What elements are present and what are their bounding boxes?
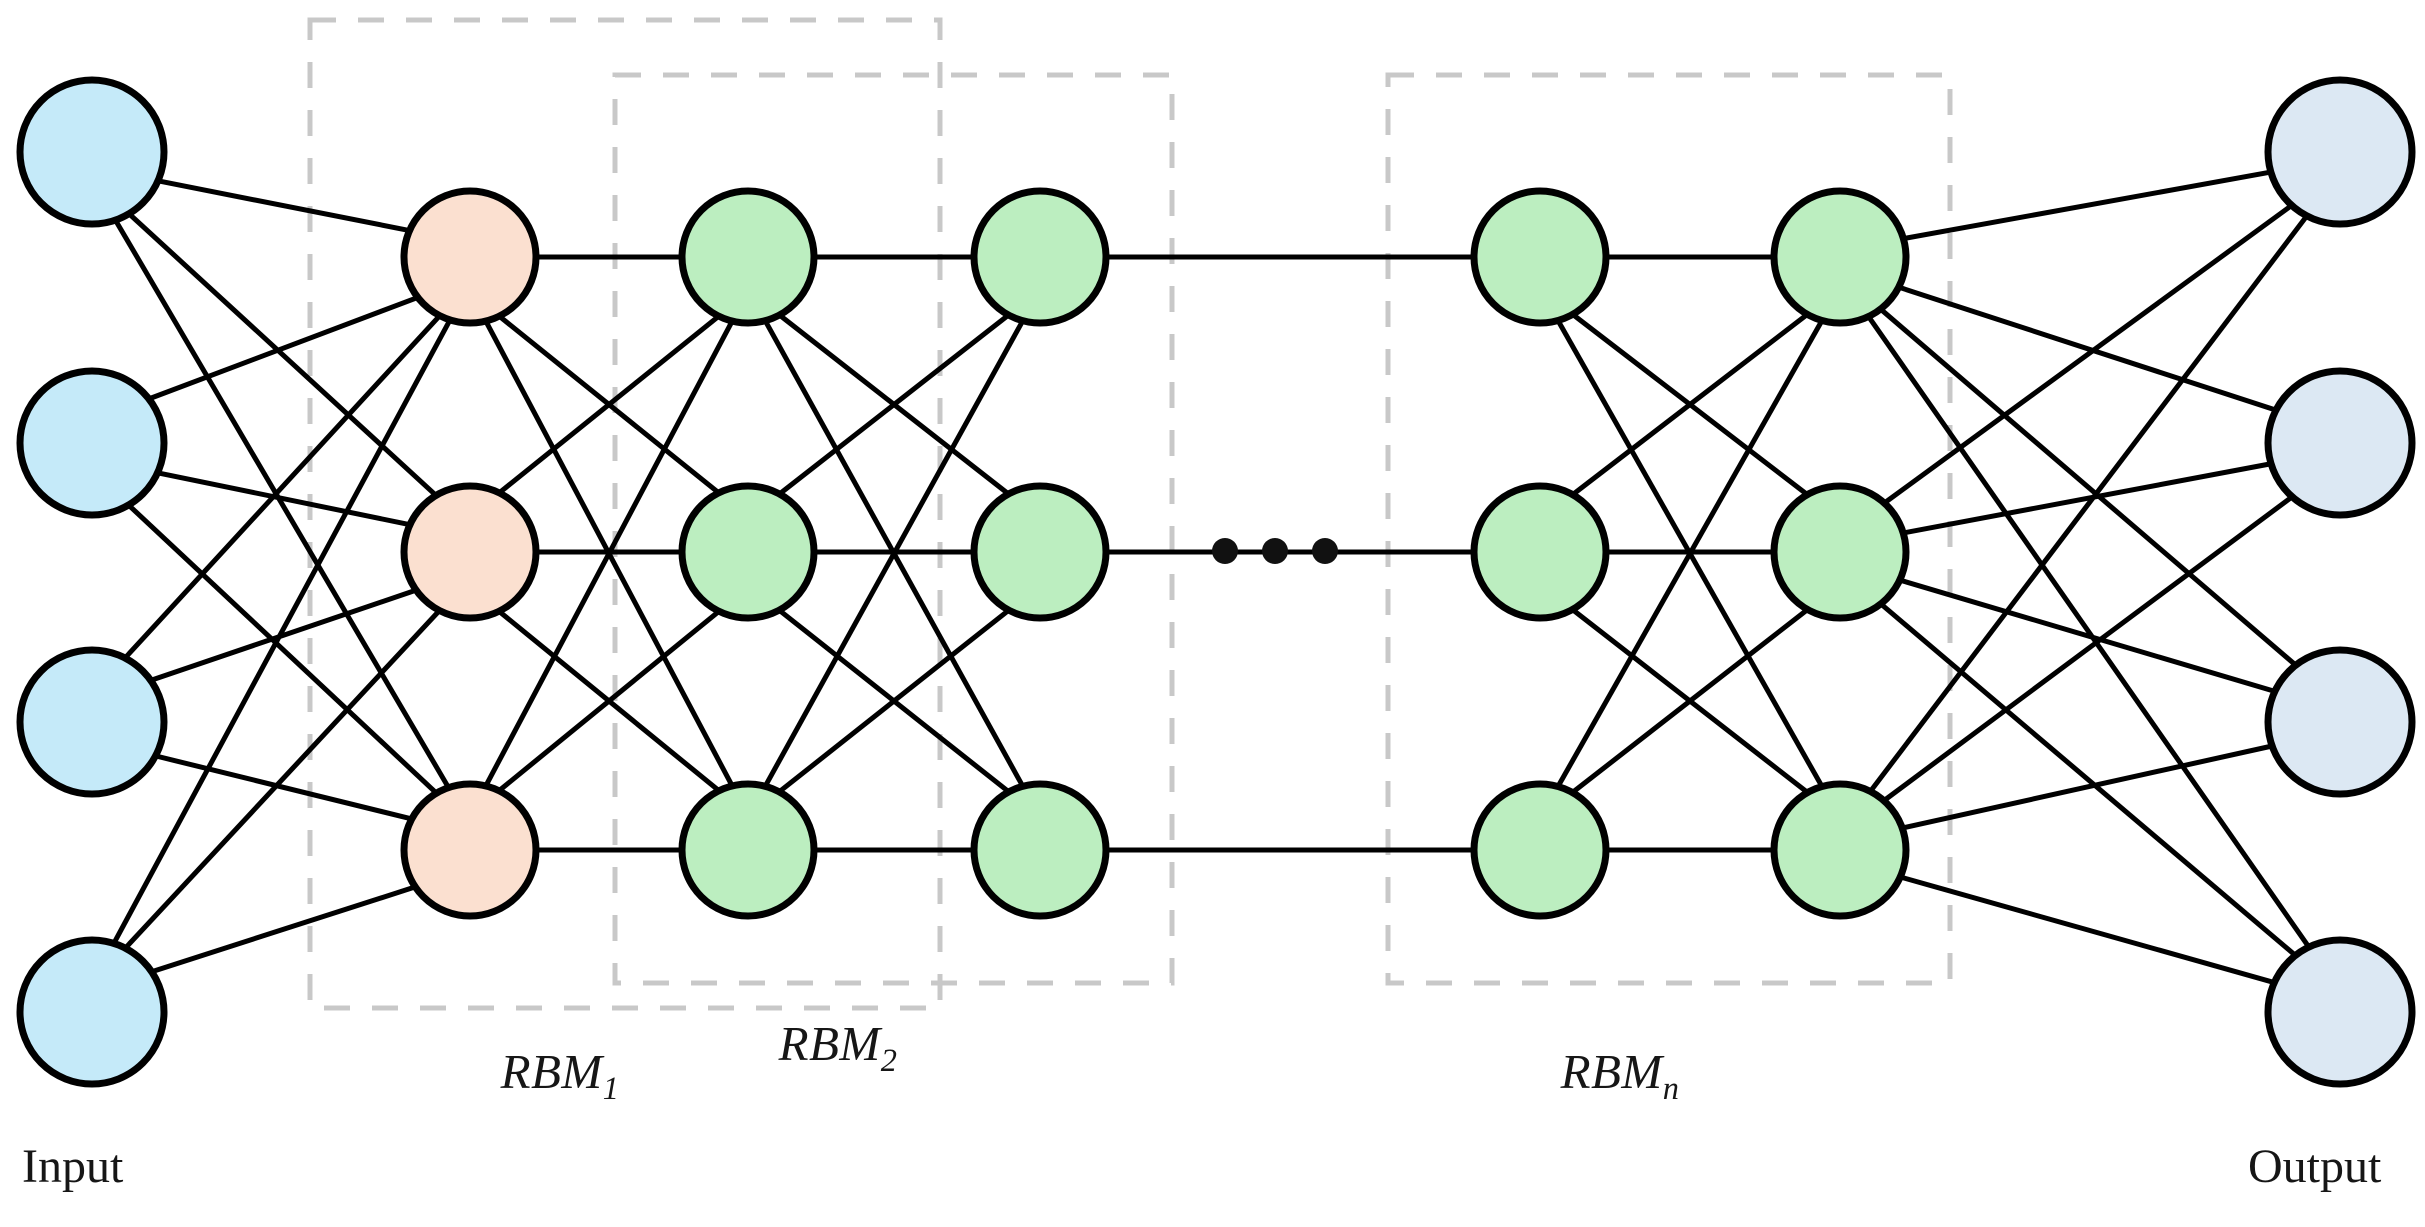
- node-h4-1[interactable]: [1470, 187, 1610, 327]
- rbm2-base: RBM: [778, 1016, 881, 1071]
- edge: [113, 218, 451, 789]
- edge: [1899, 577, 2276, 694]
- edge: [1570, 607, 1810, 795]
- layer-input: [16, 76, 168, 1088]
- rbmn-subscript: n: [1662, 1069, 1680, 1106]
- node-h3-2[interactable]: [970, 482, 1110, 622]
- edge: [123, 313, 442, 660]
- edge: [148, 295, 419, 402]
- output-label: Output: [2248, 1140, 2382, 1193]
- node-h5-3[interactable]: [1770, 780, 1910, 920]
- edges-h1-to-h2: [483, 254, 735, 853]
- node-output-4[interactable]: [2264, 936, 2416, 1088]
- layer-h4: [1470, 187, 1610, 920]
- edge: [483, 319, 735, 788]
- layer-h3: [970, 187, 1110, 920]
- rbm-box-group: [307, 17, 1953, 1011]
- node-h2-2[interactable]: [678, 482, 818, 622]
- node-h4-2[interactable]: [1470, 482, 1610, 622]
- node-input-3[interactable]: [16, 646, 168, 798]
- node-input-1[interactable]: [16, 76, 168, 228]
- edge: [157, 178, 411, 233]
- node-output-1[interactable]: [2264, 76, 2416, 228]
- ellipsis-group: [1212, 538, 1338, 564]
- edge: [1879, 601, 2298, 958]
- edge: [157, 470, 411, 528]
- node-h1-3[interactable]: [400, 780, 540, 920]
- node-output-3[interactable]: [2264, 646, 2416, 798]
- node-h2-1[interactable]: [678, 187, 818, 327]
- rbmn-base: RBM: [1560, 1044, 1663, 1099]
- edge: [1899, 874, 2275, 985]
- edge: [1882, 494, 2294, 803]
- rbm-box-rbm1: [307, 17, 943, 1011]
- edge: [497, 314, 721, 495]
- rbm1-label: RBM1: [501, 1043, 620, 1107]
- node-group: [16, 76, 2416, 1088]
- edge: [126, 503, 439, 795]
- ellipsis-dot-1: [1212, 538, 1238, 564]
- edge: [1571, 312, 1809, 497]
- edges-input-to-h1: [111, 178, 453, 975]
- layer-h5: [1770, 187, 1910, 920]
- layer-h2: [678, 187, 818, 920]
- edge: [111, 318, 453, 945]
- input-label: Input: [22, 1140, 124, 1193]
- edge: [1902, 169, 2272, 242]
- edges-h3-to-h4: [1106, 254, 1474, 853]
- ellipsis-dot-2: [1262, 538, 1288, 564]
- rbm-box-rbmn: [1385, 72, 1953, 986]
- edge: [497, 609, 721, 793]
- node-input-4[interactable]: [16, 936, 168, 1088]
- node-input-2[interactable]: [16, 367, 168, 519]
- edge: [154, 753, 413, 822]
- rbm2-subscript: 2: [880, 1041, 898, 1078]
- edge: [1882, 203, 2294, 506]
- ellipsis-dot-3: [1312, 538, 1338, 564]
- edge: [763, 319, 1025, 788]
- node-h1-1[interactable]: [400, 187, 540, 327]
- edge: [149, 587, 417, 683]
- edges-h2-to-h3: [763, 254, 1025, 853]
- edge: [1897, 284, 2277, 413]
- rbmn-label: RBMn: [1561, 1043, 1680, 1107]
- edge: [1901, 743, 2273, 831]
- edge-group: [111, 169, 2311, 985]
- node-h4-3[interactable]: [1470, 780, 1610, 920]
- layer-h1: [400, 187, 540, 920]
- node-h3-1[interactable]: [970, 187, 1110, 327]
- rbm-box-rbm2: [612, 72, 1175, 986]
- edges-h5-to-output: [1866, 169, 2311, 985]
- edge: [1555, 319, 1825, 788]
- edge: [1868, 214, 2309, 793]
- edge: [777, 608, 1011, 794]
- node-h3-3[interactable]: [970, 780, 1110, 920]
- edge: [127, 211, 438, 498]
- node-h1-2[interactable]: [400, 482, 540, 622]
- rbm1-base: RBM: [500, 1044, 603, 1099]
- edge: [1866, 315, 2311, 949]
- node-output-2[interactable]: [2264, 367, 2416, 519]
- edge: [777, 313, 1011, 496]
- edge: [1902, 461, 2272, 536]
- rbm2-label: RBM2: [779, 1015, 898, 1079]
- node-h2-3[interactable]: [678, 780, 818, 920]
- rbm1-subscript: 1: [602, 1069, 620, 1106]
- edges-h4-to-h5: [1555, 254, 1825, 853]
- node-h5-2[interactable]: [1770, 482, 1910, 622]
- node-h5-1[interactable]: [1770, 187, 1910, 327]
- edge: [150, 884, 417, 975]
- layer-output: [2264, 76, 2416, 1088]
- edge: [123, 608, 442, 950]
- edge: [1878, 307, 2298, 668]
